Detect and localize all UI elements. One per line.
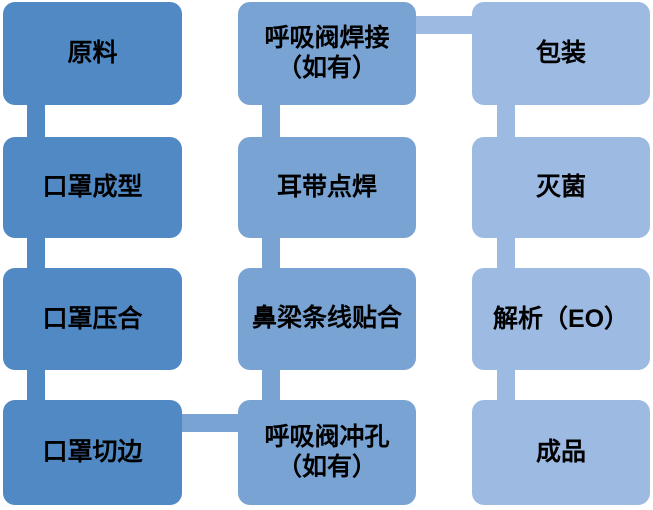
connector-raw-to-forming <box>27 104 45 140</box>
node-valve-punching[interactable]: 呼吸阀冲孔 （如有） <box>238 400 416 505</box>
connector-packaging-to-sterilization <box>497 104 515 140</box>
connector-forming-to-pressing <box>27 235 45 271</box>
node-mask-pressing[interactable]: 口罩压合 <box>3 268 182 370</box>
node-label: 鼻梁条线贴合 <box>251 304 402 333</box>
node-label: 原料 <box>67 39 118 68</box>
node-label: 口罩成型 <box>42 173 143 202</box>
node-desorption-eo[interactable]: 解析（EO） <box>472 268 650 370</box>
node-raw-material[interactable]: 原料 <box>3 2 182 105</box>
node-mask-trimming[interactable]: 口罩切边 <box>3 400 182 505</box>
node-label: 口罩压合 <box>42 304 143 333</box>
connector-earloop-weld-to-noseclip <box>262 235 280 271</box>
node-sterilization[interactable]: 灭菌 <box>472 137 650 238</box>
node-label: 灭菌 <box>535 173 586 202</box>
node-label: 口罩切边 <box>42 438 143 467</box>
node-packaging[interactable]: 包装 <box>472 2 650 105</box>
connector-sterilization-to-desorption <box>497 235 515 271</box>
node-label: 呼吸阀焊接 （如有） <box>264 24 390 82</box>
node-earloop-spot-welding[interactable]: 耳带点焊 <box>238 137 416 238</box>
connector-desorption-to-finished <box>497 367 515 403</box>
node-mask-forming[interactable]: 口罩成型 <box>3 137 182 238</box>
connector-valve-weld-to-packaging <box>413 16 475 34</box>
node-finished-product[interactable]: 成品 <box>472 400 650 505</box>
connector-noseclip-to-valve-punch <box>262 367 280 403</box>
connector-trimming-to-valve-punch <box>179 414 241 432</box>
node-nose-clip-bonding[interactable]: 鼻梁条线贴合 <box>238 268 416 370</box>
node-label: 成品 <box>535 438 586 467</box>
node-label: 呼吸阀冲孔 （如有） <box>264 423 390 481</box>
node-label: 解析（EO） <box>492 304 630 333</box>
node-label: 耳带点焊 <box>276 173 377 202</box>
connector-pressing-to-trimming <box>27 367 45 403</box>
connector-valve-weld-to-earloop-weld <box>262 104 280 140</box>
node-label: 包装 <box>535 39 586 68</box>
node-valve-welding[interactable]: 呼吸阀焊接 （如有） <box>238 2 416 105</box>
